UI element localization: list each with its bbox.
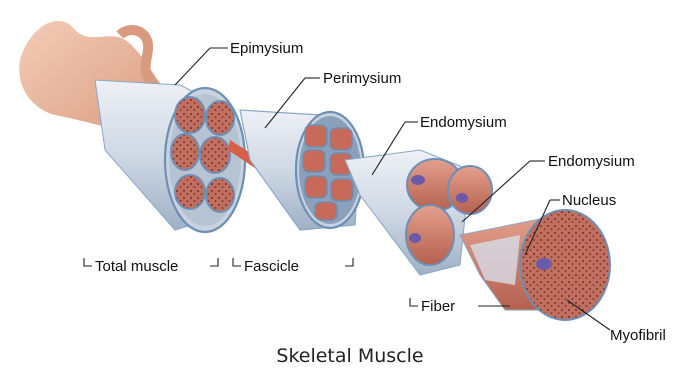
diagram-caption: Skeletal Muscle bbox=[276, 345, 423, 367]
label-myofibril: Myofibril bbox=[610, 327, 666, 344]
label-endomysium-1: Endomysium bbox=[420, 114, 507, 131]
fiber-bundle bbox=[345, 150, 492, 275]
fascicle-bundle bbox=[240, 110, 364, 230]
label-endomysium-2: Endomysium bbox=[548, 153, 635, 170]
label-fiber: Fiber bbox=[421, 298, 455, 315]
label-perimysium: Perimysium bbox=[323, 70, 401, 87]
label-nucleus: Nucleus bbox=[562, 192, 616, 209]
single-fiber bbox=[460, 210, 610, 320]
label-total-muscle: Total muscle bbox=[95, 258, 178, 275]
label-fascicle: Fascicle bbox=[244, 258, 299, 275]
total-muscle-bundle bbox=[95, 80, 245, 232]
label-epimysium: Epimysium bbox=[230, 40, 303, 57]
